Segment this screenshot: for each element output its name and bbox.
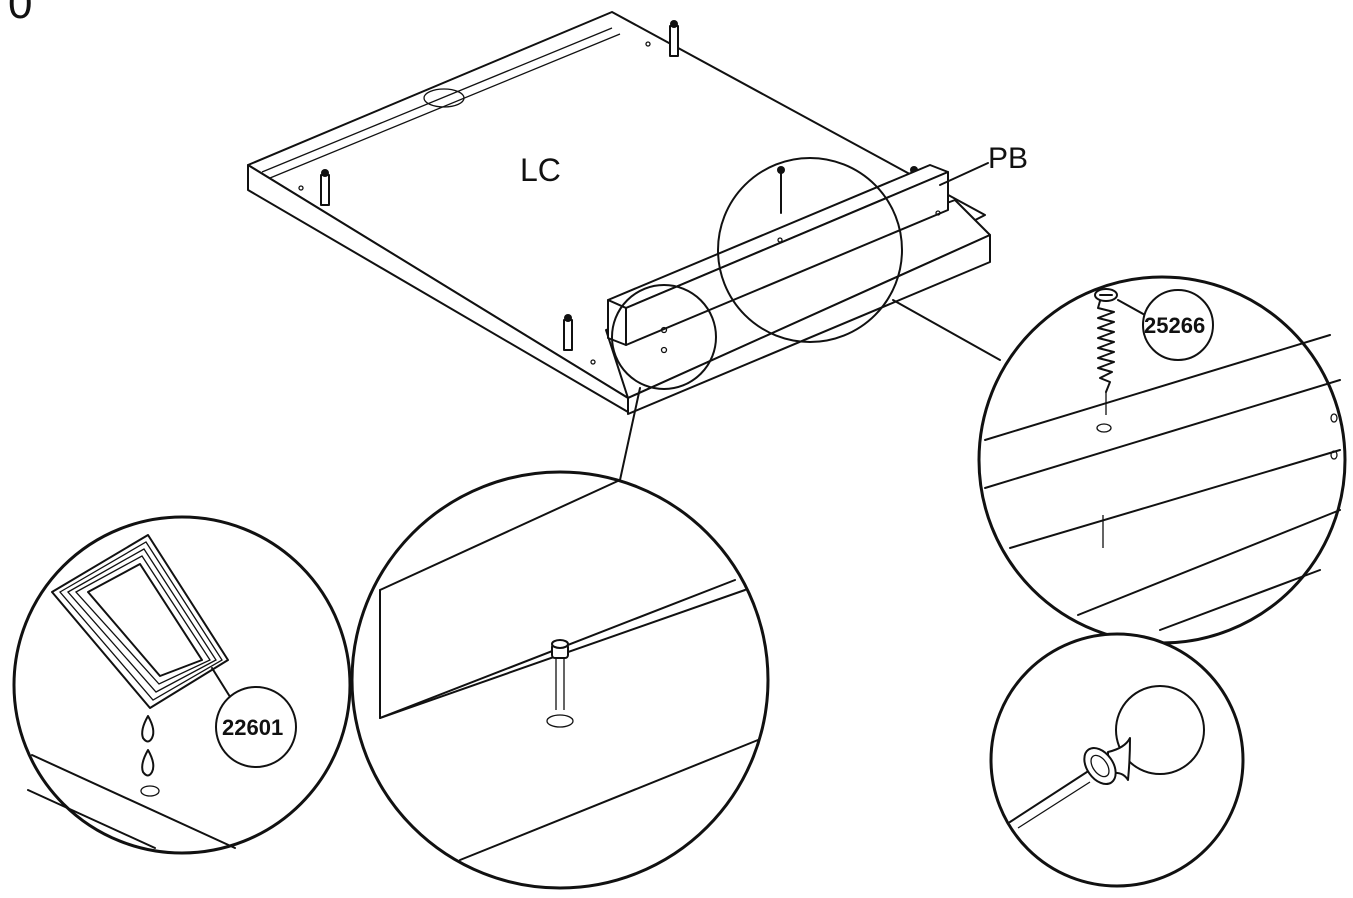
panel-label: LC bbox=[520, 152, 561, 188]
leader-to-dowel-detail bbox=[619, 387, 641, 481]
detail-screw: 25266 bbox=[977, 275, 1347, 645]
glue-part-number: 22601 bbox=[222, 715, 283, 740]
screw-part-number: 25266 bbox=[1144, 313, 1205, 338]
dowel-back bbox=[669, 20, 679, 57]
detail-glue: 22601 bbox=[12, 515, 352, 855]
bar-pb bbox=[607, 164, 949, 346]
bottom-board bbox=[605, 199, 991, 415]
bar-label: PB bbox=[988, 142, 1028, 175]
step-number: 0 bbox=[8, 0, 32, 28]
knob-icon bbox=[1083, 685, 1205, 786]
leader-to-screw-detail bbox=[892, 299, 1001, 361]
dowel-front-left bbox=[320, 169, 330, 206]
dowel-icon bbox=[546, 639, 574, 728]
detail-knob bbox=[989, 632, 1245, 888]
detail-dowel-hole bbox=[350, 470, 770, 890]
screw-preview bbox=[777, 166, 785, 214]
glue-bottle-icon bbox=[51, 534, 229, 709]
dowel-front bbox=[563, 314, 573, 351]
screw-icon bbox=[1094, 288, 1118, 415]
callout-small-ring bbox=[611, 284, 717, 390]
callout-large-ring bbox=[717, 157, 903, 343]
